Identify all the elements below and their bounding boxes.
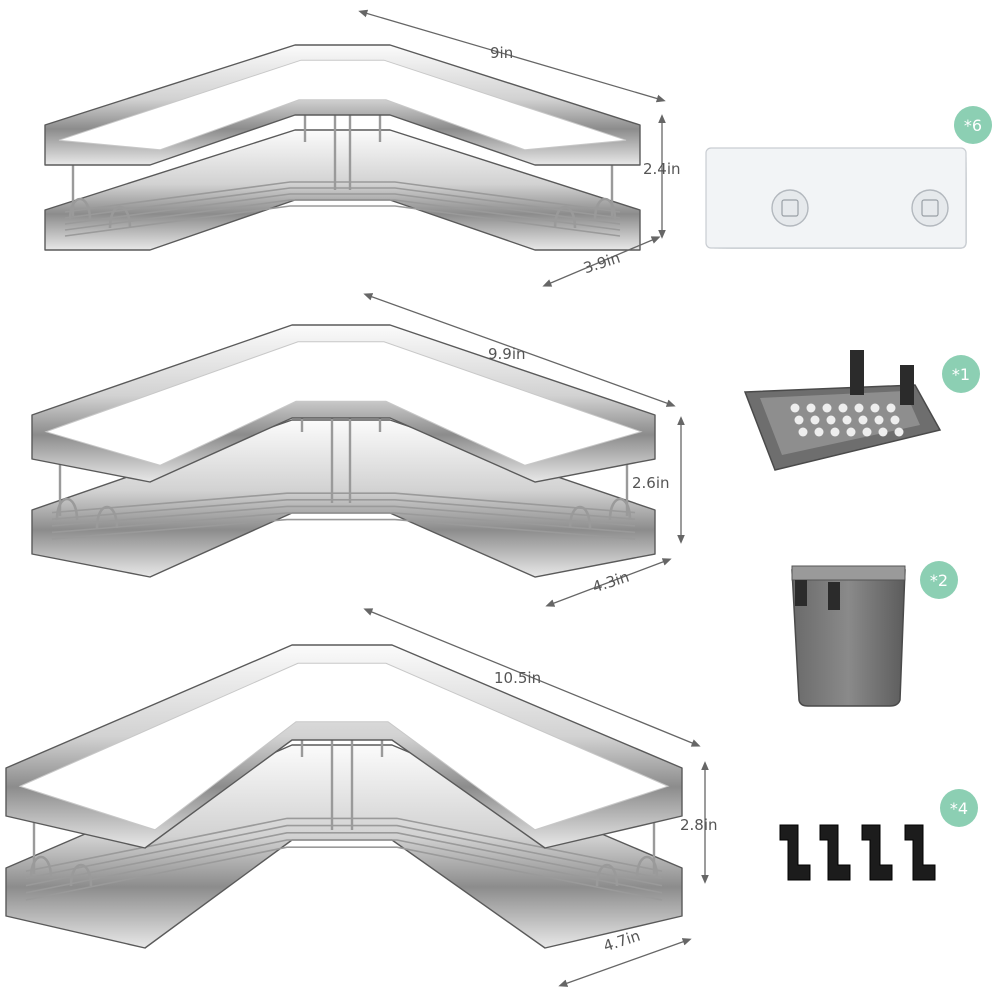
soap-dish-drain-hole: [854, 403, 864, 413]
soap-dish-drain-hole: [810, 415, 820, 425]
wire-slat: [51, 505, 636, 527]
shelf-hook-loop: [568, 505, 592, 529]
hook-icon: [904, 824, 936, 881]
hook-icon: [819, 824, 851, 881]
wire-slat: [64, 181, 621, 213]
shelf-hook-loop: [68, 197, 92, 221]
depth-dimension-line-2: [545, 558, 672, 607]
shelf-3-height-label: 2.8in: [680, 816, 718, 834]
soap-dish-drain-hole: [894, 427, 904, 437]
soap-dish-hanger: [850, 350, 864, 395]
soap-dish-icon: [743, 350, 942, 471]
shelf-1-height-label: 2.4in: [643, 160, 681, 178]
wire-slat: [64, 199, 621, 231]
soap-dish-drain-hole: [794, 415, 804, 425]
strip-mount-slot: [921, 199, 939, 217]
soap-dish-drain-hole: [838, 403, 848, 413]
wire-slat: [51, 498, 636, 520]
wire-slat: [51, 512, 636, 534]
wire-slat: [64, 193, 621, 225]
soap-dish-drain-hole: [806, 403, 816, 413]
adhesive-strips-icon: [705, 147, 967, 249]
shelf-hook-loop: [595, 863, 619, 887]
hook-icon: [861, 824, 893, 881]
shelf-rail-opening: [58, 59, 627, 151]
strip-mount-hole: [911, 189, 949, 227]
shelf-rail-opening: [44, 341, 643, 466]
wire-slat: [25, 839, 663, 894]
corner-shelf-3: [5, 644, 683, 949]
wire-slat: [25, 846, 663, 901]
soap-dish-drain-hole: [798, 427, 808, 437]
hooks-quantity-badge: *4: [940, 789, 978, 827]
width-dimension-line-1: [358, 9, 666, 103]
shelf-hook-loop: [29, 855, 53, 879]
shelf-hook-loop: [108, 205, 132, 229]
shelf-2-height-label: 2.6in: [632, 474, 670, 492]
soap-dish-drain-hole: [878, 427, 888, 437]
soap-dish-drain-hole: [858, 415, 868, 425]
wire-slat: [51, 492, 636, 514]
soap-dish-drain-hole: [790, 403, 800, 413]
soap-dish-floor: [760, 391, 920, 455]
shelf-hook-loop: [55, 497, 79, 521]
soap-dish-drain-hole: [886, 403, 896, 413]
wire-slat: [25, 817, 663, 872]
wire-slat: [51, 518, 636, 540]
soap-dish-drain-hole: [830, 427, 840, 437]
shelf-hook-loop: [95, 505, 119, 529]
adhesive-strip: [705, 147, 967, 249]
soap-dish-drain-hole: [822, 403, 832, 413]
shelf-hook-loop: [69, 863, 93, 887]
soap-dish-drain-hole: [890, 415, 900, 425]
soap-dish-quantity-badge: *1: [942, 355, 980, 393]
hook-icon: [779, 824, 811, 881]
hooks-icon: [779, 824, 936, 881]
width-dimension-line-2: [363, 293, 676, 407]
corner-shelf-1: [44, 44, 641, 251]
shelf-1-width-label: 9in: [490, 44, 514, 62]
cup-holder-icon: [791, 565, 906, 707]
adhesive-strips-quantity-badge: *6: [954, 106, 992, 144]
shelf-hook-loop: [608, 497, 632, 521]
shelf-hook-loop: [553, 205, 577, 229]
depth-dimension-line-3: [558, 938, 692, 987]
cup-hanger: [795, 580, 807, 606]
soap-dish-drain-hole: [874, 415, 884, 425]
soap-dish-drain-hole: [862, 427, 872, 437]
shelf-3-width-label: 10.5in: [494, 669, 542, 687]
width-dimension-line-3: [363, 608, 701, 747]
wire-slat: [64, 205, 621, 237]
cup-hanger: [828, 582, 840, 610]
wire-slat: [25, 824, 663, 880]
corner-shelf-2: [31, 324, 656, 578]
soap-dish-drain-hole: [826, 415, 836, 425]
shelf-base-tray: [44, 129, 641, 251]
soap-dish-drain-hole: [814, 427, 824, 437]
wire-slat: [64, 187, 621, 219]
strip-mount-slot: [781, 199, 799, 217]
strip-mount-hole: [771, 189, 809, 227]
shelf-2-width-label: 9.9in: [488, 345, 526, 363]
depth-dimension-line-1: [542, 236, 661, 287]
wire-slat: [25, 831, 663, 887]
soap-dish-hanger: [900, 365, 914, 405]
cup-holder-quantity-badge: *2: [920, 561, 958, 599]
cup-body: [791, 569, 906, 707]
soap-dish-drain-hole: [870, 403, 880, 413]
shelf-rail-opening: [18, 662, 670, 831]
shelf-hook-loop: [593, 197, 617, 221]
shelf-hook-loop: [635, 855, 659, 879]
soap-dish-drain-hole: [842, 415, 852, 425]
soap-dish-drain-hole: [846, 427, 856, 437]
cup-rim: [791, 565, 906, 581]
